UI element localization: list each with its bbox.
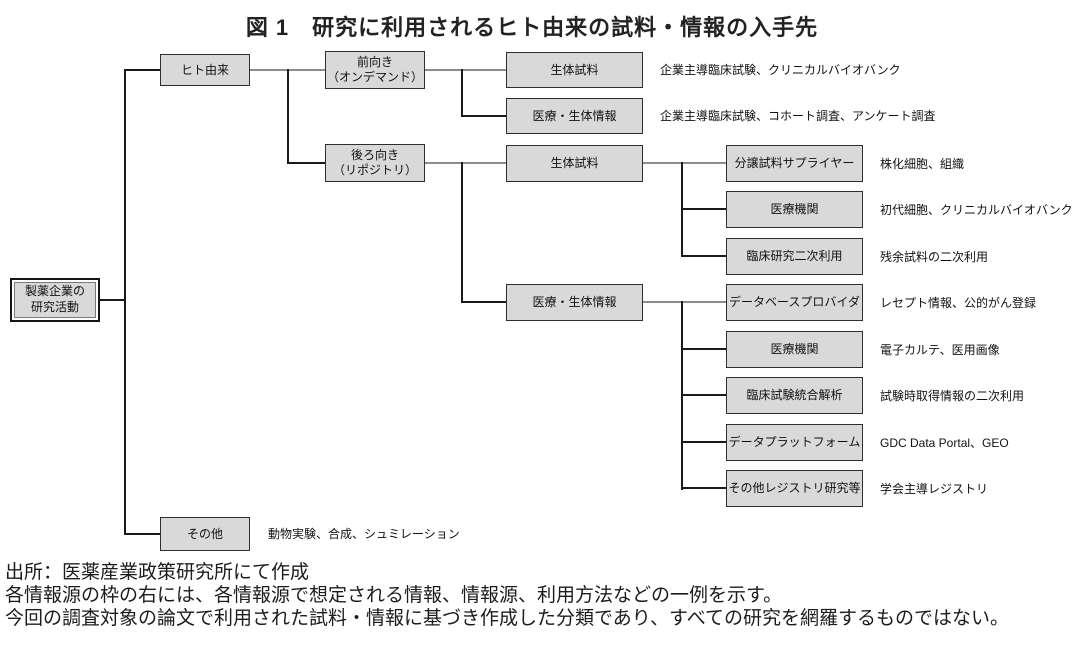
node-human-derived: ヒト由来	[160, 54, 250, 86]
note-biosample-prospective: 企業主導臨床試験、クリニカルバイオバンク	[660, 63, 901, 77]
node-medical-info-prospective: 医療・生体情報	[506, 98, 643, 134]
node-prospective: 前向き （オンデマンド）	[325, 51, 425, 89]
node-data-platform: データプラットフォーム	[726, 424, 863, 461]
connector-line	[461, 301, 506, 303]
node-clinical-trial-integrated-analysis: 臨床試験統合解析	[726, 377, 863, 414]
node-medical-institution-sample: 医療機関	[726, 191, 863, 228]
footnote-source: 出所：医薬産業政策研究所にて作成	[5, 562, 310, 583]
connector-line	[124, 533, 160, 535]
figure-title: 図 1 研究に利用されるヒト由来の試料・情報の入手先	[245, 15, 819, 40]
note-database-provider: レセプト情報、公的がん登録	[880, 296, 1037, 310]
node-other-registry-studies: その他レジストリ研究等	[726, 470, 863, 507]
node-root: 製薬企業の 研究活動	[10, 278, 100, 322]
connector-line	[643, 301, 726, 303]
note-clinical-trial-integrated-analysis: 試験時取得情報の二次利用	[880, 389, 1025, 403]
connector-line	[287, 69, 289, 164]
connector-line	[681, 208, 726, 210]
node-sample-supplier: 分譲試料サプライヤー	[726, 145, 863, 182]
figure-footnotes: 出所：医薬産業政策研究所にて作成 各情報源の枠の右には、各情報源で想定される情報…	[5, 561, 1070, 630]
node-clinical-research-secondary-use: 臨床研究二次利用	[726, 238, 863, 275]
node-medical-info-retrospective: 医療・生体情報	[506, 284, 643, 321]
connector-line	[425, 69, 506, 71]
connector-line	[425, 162, 506, 164]
org-tree-diagram: 製薬企業の 研究活動 ヒト由来 その他 前向き （オンデマンド） 後ろ向き （リ…	[10, 51, 1073, 551]
node-retrospective: 後ろ向き （リポジトリ）	[325, 144, 425, 182]
node-biosample-prospective: 生体試料	[506, 52, 643, 88]
connector-line	[681, 441, 726, 443]
note-other-registry-studies: 学会主導レジストリ	[880, 482, 989, 496]
connector-line	[681, 487, 726, 489]
note-other: 動物実験、合成、シュミレーション	[268, 527, 460, 541]
connector-line	[461, 115, 506, 117]
node-biosample-retrospective: 生体試料	[506, 145, 643, 182]
footnote-scope: 今回の調査対象の論文で利用された試料・情報に基づき作成した分類であり、すべての研…	[5, 608, 1009, 629]
node-other: その他	[160, 517, 250, 551]
node-database-provider: データベースプロバイダ	[726, 284, 863, 321]
connector-line	[124, 69, 126, 535]
connector-line	[681, 255, 726, 257]
connector-line	[681, 394, 726, 396]
connector-line	[124, 69, 160, 71]
note-medical-info-prospective: 企業主導臨床試験、コホート調査、アンケート調査	[660, 109, 936, 123]
connector-line	[643, 162, 726, 164]
note-clinical-research-secondary-use: 残余試料の二次利用	[880, 250, 989, 264]
note-medical-institution-sample: 初代細胞、クリニカルバイオバンク	[880, 203, 1073, 217]
node-root-label: 製薬企業の 研究活動	[14, 282, 96, 318]
note-data-platform: GDC Data Portal、GEO	[880, 436, 1009, 450]
note-medical-institution-info: 電子カルテ、医用画像	[880, 343, 1000, 357]
connector-line	[287, 162, 325, 164]
note-sample-supplier: 株化細胞、組織	[880, 157, 965, 171]
connector-line	[461, 69, 463, 116]
footnote-explanation: 各情報源の枠の右には、各情報源で想定される情報、情報源、利用方法などの一例を示す…	[5, 585, 783, 606]
connector-line	[681, 348, 726, 350]
connector-line	[100, 299, 126, 301]
node-medical-institution-info: 医療機関	[726, 331, 863, 368]
connector-line	[461, 162, 463, 303]
